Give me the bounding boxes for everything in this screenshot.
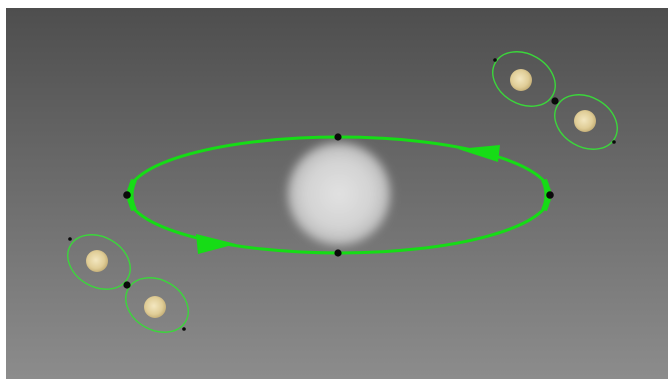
orbit-marker-right (546, 191, 554, 199)
central-body (283, 138, 395, 250)
direction-arrow-top (458, 145, 500, 162)
direction-arrow-bottom (196, 234, 236, 254)
orbit-marker-bottom (334, 249, 342, 257)
end-node (68, 237, 72, 241)
orbit-marker-top (334, 133, 342, 141)
diagram-frame (6, 8, 668, 379)
small-body-1 (86, 250, 108, 272)
small-body-1 (510, 69, 532, 91)
crossing-node (551, 97, 559, 105)
small-body-2 (144, 296, 166, 318)
orbit-diagram (6, 8, 668, 379)
end-node (493, 58, 497, 62)
end-node (612, 140, 616, 144)
crossing-node (123, 281, 131, 289)
figure-eight-orbit-upper (492, 51, 618, 150)
orbit-marker-left (123, 191, 131, 199)
figure-eight-orbit-lower (67, 234, 189, 333)
small-body-2 (574, 110, 596, 132)
end-node (182, 327, 186, 331)
